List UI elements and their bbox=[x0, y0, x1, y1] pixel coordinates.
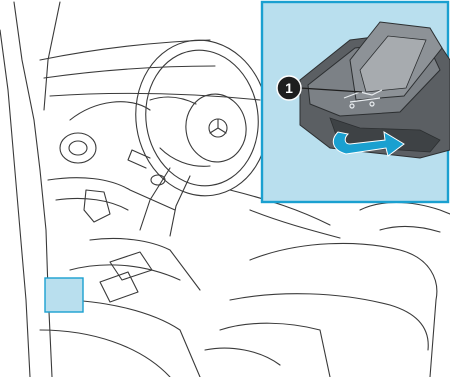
lever-location-highlight bbox=[45, 278, 83, 312]
callout-number: 1 bbox=[285, 80, 293, 96]
detail-inset: 1 bbox=[262, 2, 450, 202]
